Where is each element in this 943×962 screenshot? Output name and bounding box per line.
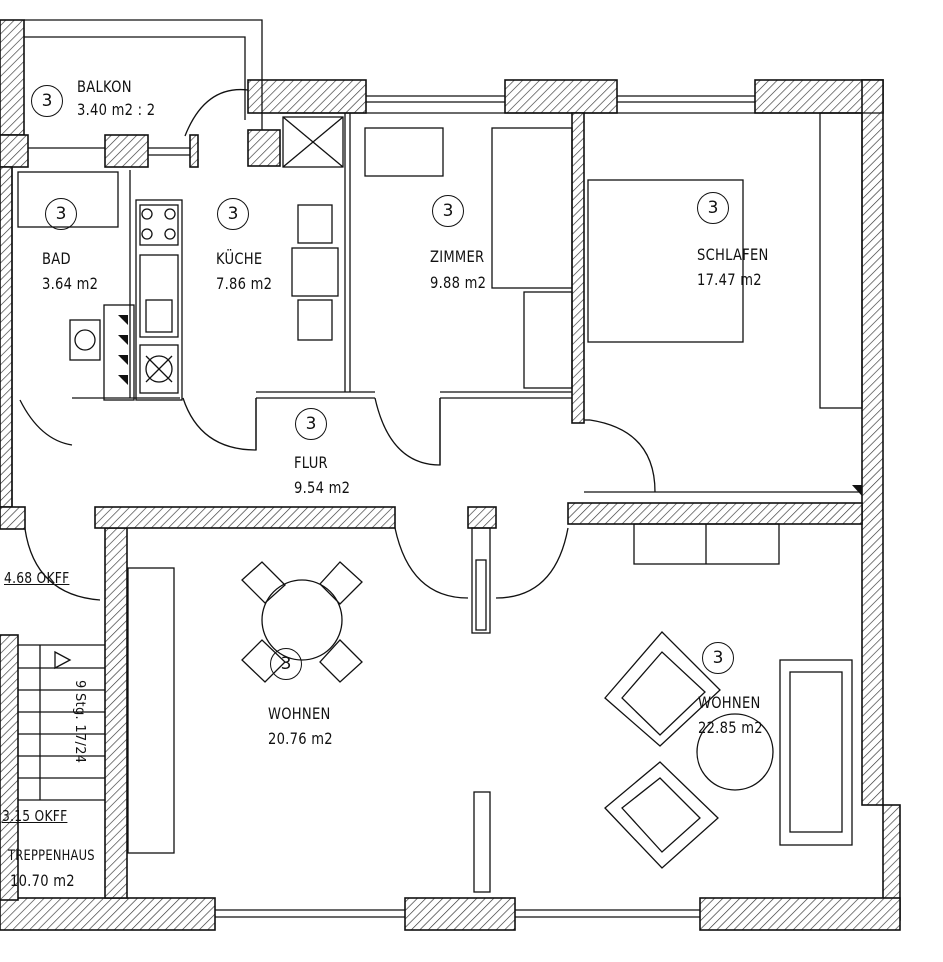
wall-bad-left — [0, 166, 13, 508]
wall-bottom-mid — [404, 897, 516, 931]
wall-right-upper — [861, 79, 884, 806]
wall-wohnen2-top — [567, 502, 863, 525]
tile-marks — [118, 315, 862, 496]
wall-top-left-1 — [0, 134, 29, 168]
wall-top-right-2 — [504, 79, 618, 114]
thin-lines — [11, 19, 883, 918]
wall-left-post — [0, 506, 26, 530]
wall-top-left-2 — [104, 134, 149, 168]
wall-bottom-left — [0, 897, 216, 931]
wall-stair-left — [0, 634, 19, 901]
wall-flur-wohnen-left — [94, 506, 396, 529]
wall-flur-wohnen-post — [467, 506, 497, 529]
wall-bottom-right — [699, 897, 901, 931]
wall-wohnen-left — [104, 527, 128, 899]
walls — [0, 19, 901, 931]
wall-top-right-1 — [247, 79, 367, 114]
wall-kueche-corner — [247, 129, 281, 167]
wall-top-left-3 — [189, 134, 199, 168]
wall-balkon-left — [0, 19, 25, 136]
wall-zimmer-schlafen — [571, 112, 585, 424]
